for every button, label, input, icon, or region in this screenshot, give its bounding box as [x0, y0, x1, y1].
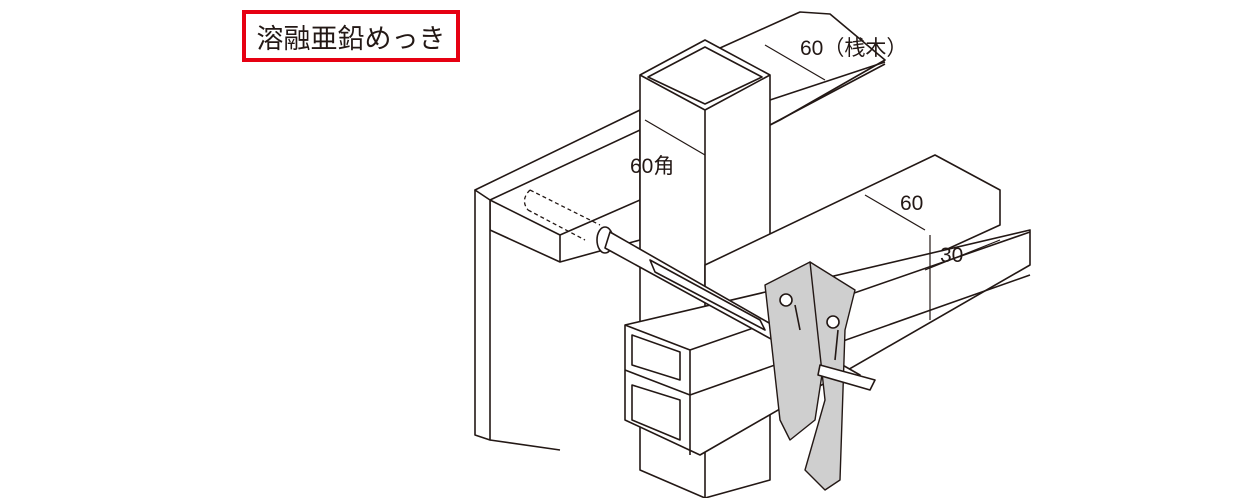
clamp-bracket	[764, 261, 876, 491]
batten-width-label: 60（桟木）	[800, 37, 907, 60]
post-size-label: 60角	[630, 155, 674, 178]
channel-height-label: 30	[940, 244, 963, 267]
channel-width-label: 60	[900, 192, 923, 215]
finish-label-badge: 溶融亜鉛めっき	[242, 10, 460, 62]
wooden-beam	[474, 109, 641, 451]
dimension-lines	[644, 44, 1001, 320]
